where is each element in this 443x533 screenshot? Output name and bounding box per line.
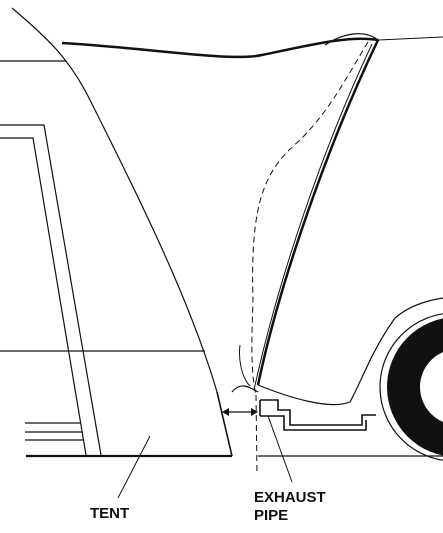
clearance-arrow	[222, 408, 258, 416]
tent-canopy	[11, 7, 379, 393]
exhaust-pipe-label-line1: EXHAUST	[254, 489, 326, 506]
exhaust-pipe	[259, 399, 376, 431]
exhaust-pipe-label-line2: PIPE	[254, 507, 288, 524]
tent-previous-position	[251, 41, 369, 476]
leader-lines	[117, 415, 293, 499]
tent-base	[216, 391, 233, 457]
building-wall	[0, 60, 205, 456]
car-wheel	[379, 313, 443, 461]
tent-label: TENT	[90, 505, 129, 522]
car-rear	[231, 33, 443, 406]
